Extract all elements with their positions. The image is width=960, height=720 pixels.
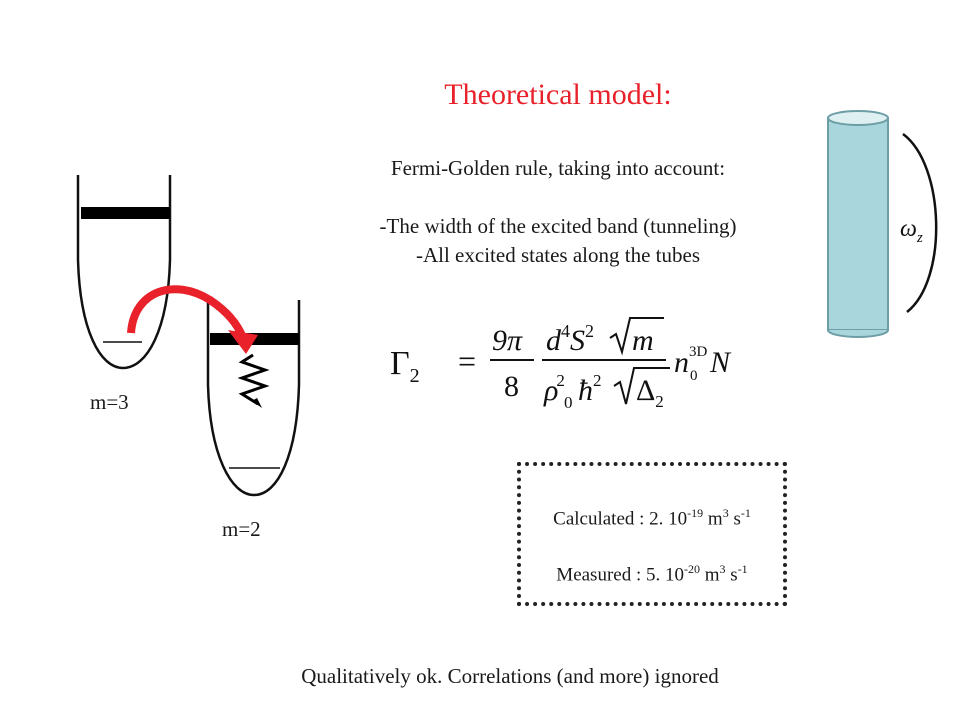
slide-title: Theoretical model:	[444, 78, 672, 111]
formula-denominator: ρ2	[543, 371, 565, 407]
svg-text:N: N	[709, 346, 732, 379]
formula-gamma: Γ	[390, 345, 410, 382]
svg-text:3D: 3D	[689, 344, 708, 360]
formula-coef-num: 9π	[492, 324, 523, 357]
transition-arrow	[127, 285, 247, 340]
subtitle: Fermi-Golden rule, taking into account:	[390, 156, 726, 180]
well-label-m2: m=2	[222, 517, 261, 541]
svg-text:0: 0	[690, 368, 698, 384]
decay-rate-formula: Γ2 = 9π 8 d4S2 m ρ2 0 ħ2 Δ2 n 3D 0 N	[390, 317, 732, 412]
wavy-arrowhead	[252, 398, 262, 408]
tube-top	[827, 110, 889, 126]
measured-value: Measured : 5. 10-20 m3 s-1	[556, 562, 748, 586]
formula-coef-den: 8	[504, 370, 519, 403]
svg-text:m: m	[632, 324, 654, 357]
omega-z-label: ωz	[900, 216, 923, 246]
left-well-band	[81, 207, 170, 219]
conclusion: Qualitatively ok. Correlations (and more…	[301, 664, 719, 688]
tube-body	[827, 117, 889, 331]
formula-numerator: d4S2	[546, 321, 594, 357]
svg-text:Δ2: Δ2	[636, 374, 664, 411]
bullet-excited-states: -All excited states along the tubes	[415, 243, 700, 267]
svg-text:0: 0	[564, 393, 573, 412]
tube-bottom	[827, 329, 889, 338]
well-label-m3: m=3	[90, 390, 129, 414]
wavy-excitation-line	[237, 353, 270, 406]
right-well-curve	[206, 300, 301, 497]
transition-arrow-head	[228, 330, 258, 354]
left-well-curve	[76, 175, 172, 370]
calculated-value: Calculated : 2. 10-19 m3 s-1	[553, 506, 751, 530]
svg-text:Γ2: Γ2	[390, 345, 420, 387]
svg-text:=: =	[458, 343, 476, 379]
omega-bracket	[902, 132, 938, 313]
svg-text:ħ2: ħ2	[578, 371, 602, 407]
bullet-band-width: -The width of the excited band (tunnelin…	[379, 214, 737, 238]
results-box: Calculated : 2. 10-19 m3 s-1 Measured : …	[517, 462, 787, 606]
formula-density: n	[674, 346, 689, 379]
